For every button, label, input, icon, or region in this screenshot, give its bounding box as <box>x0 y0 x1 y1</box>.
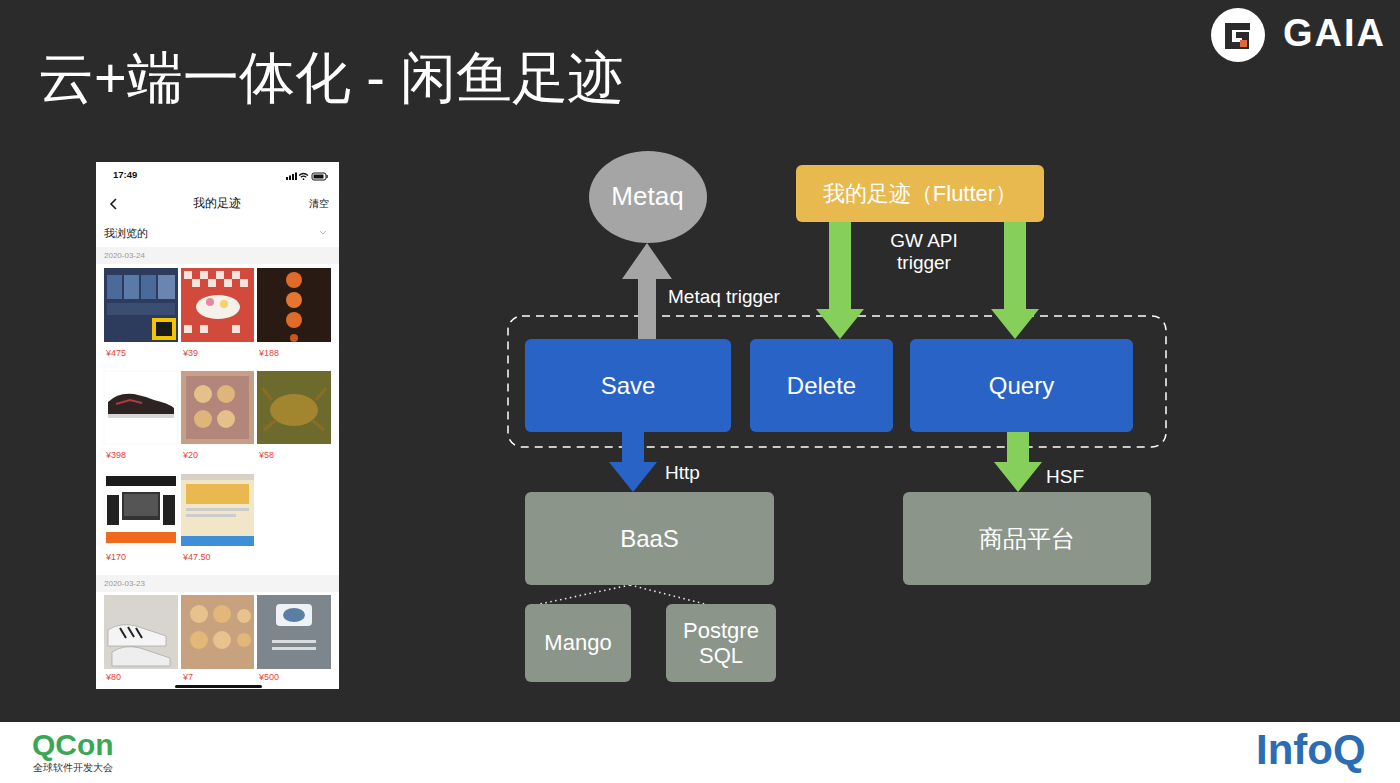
queue-circle: Metaq <box>589 151 707 243</box>
edge-label: GW API trigger <box>874 230 974 274</box>
platform-box: 商品平台 <box>903 492 1151 585</box>
trigger-arrow <box>622 243 672 339</box>
edge-label: HSF <box>1046 466 1084 488</box>
price-tag: ¥47.50 <box>183 552 211 562</box>
price-tag: ¥188 <box>259 348 279 358</box>
node-text: BaaS <box>620 525 679 553</box>
node-text: Query <box>989 372 1054 400</box>
screen-title: 我的足迹 <box>193 197 241 211</box>
node-text: Mango <box>544 630 611 655</box>
phone-screenshot <box>96 162 339 689</box>
gaia-logo-icon <box>1211 8 1265 62</box>
nav-action: 清空 <box>309 198 329 210</box>
status-time: 17:49 <box>113 170 137 181</box>
price-tag: ¥7 <box>183 672 193 682</box>
price-tag: ¥39 <box>183 348 198 358</box>
filter-label: 我浏览的 <box>104 227 148 239</box>
date-header: 2020-03-24 <box>104 251 145 260</box>
footer-logo: InfoQ <box>1256 726 1366 774</box>
http-arrow <box>609 432 657 492</box>
client-box: 我的足迹（Flutter） <box>796 165 1044 222</box>
price-tag: ¥398 <box>106 450 126 460</box>
node-text: Metaq <box>611 182 683 212</box>
price-tag: ¥58 <box>259 450 274 460</box>
node-text: PostgreSQL <box>676 618 766 669</box>
api-arrow <box>991 222 1039 339</box>
database-box: Mango <box>525 604 631 682</box>
slide-title: 云+端一体化 - 闲鱼足迹 <box>38 46 624 110</box>
footer-bar <box>0 722 1400 783</box>
edge-label: Metaq trigger <box>668 286 780 308</box>
node-text: 我的足迹（Flutter） <box>823 181 1017 206</box>
api-arrow <box>816 222 864 339</box>
price-tag: ¥20 <box>183 450 198 460</box>
rpc-arrow <box>994 432 1042 492</box>
storage-link <box>630 585 705 604</box>
price-tag: ¥170 <box>106 552 126 562</box>
function-box: Delete <box>750 339 893 432</box>
ellipse-fill <box>589 151 707 243</box>
function-group-outline <box>508 316 1166 447</box>
logo-text: GAIA <box>1283 12 1386 56</box>
function-box: Save <box>525 339 731 432</box>
service-box: BaaS <box>525 492 774 585</box>
price-tag: ¥500 <box>259 672 279 682</box>
function-box: Query <box>910 339 1133 432</box>
footer-logo: QCon <box>32 728 114 763</box>
footer-subtitle: 全球软件开发大会 <box>33 762 113 774</box>
price-tag: ¥80 <box>106 672 121 682</box>
database-box: PostgreSQL <box>666 604 776 682</box>
dotted-line <box>630 585 705 604</box>
node-text: 商品平台 <box>979 525 1075 553</box>
storage-link <box>540 585 630 604</box>
edge-label: Http <box>665 462 700 484</box>
node-text: Save <box>601 372 656 400</box>
date-header: 2020-03-23 <box>104 579 145 588</box>
node-text: Delete <box>787 372 856 400</box>
dotted-line <box>540 585 630 604</box>
price-tag: ¥475 <box>106 348 126 358</box>
